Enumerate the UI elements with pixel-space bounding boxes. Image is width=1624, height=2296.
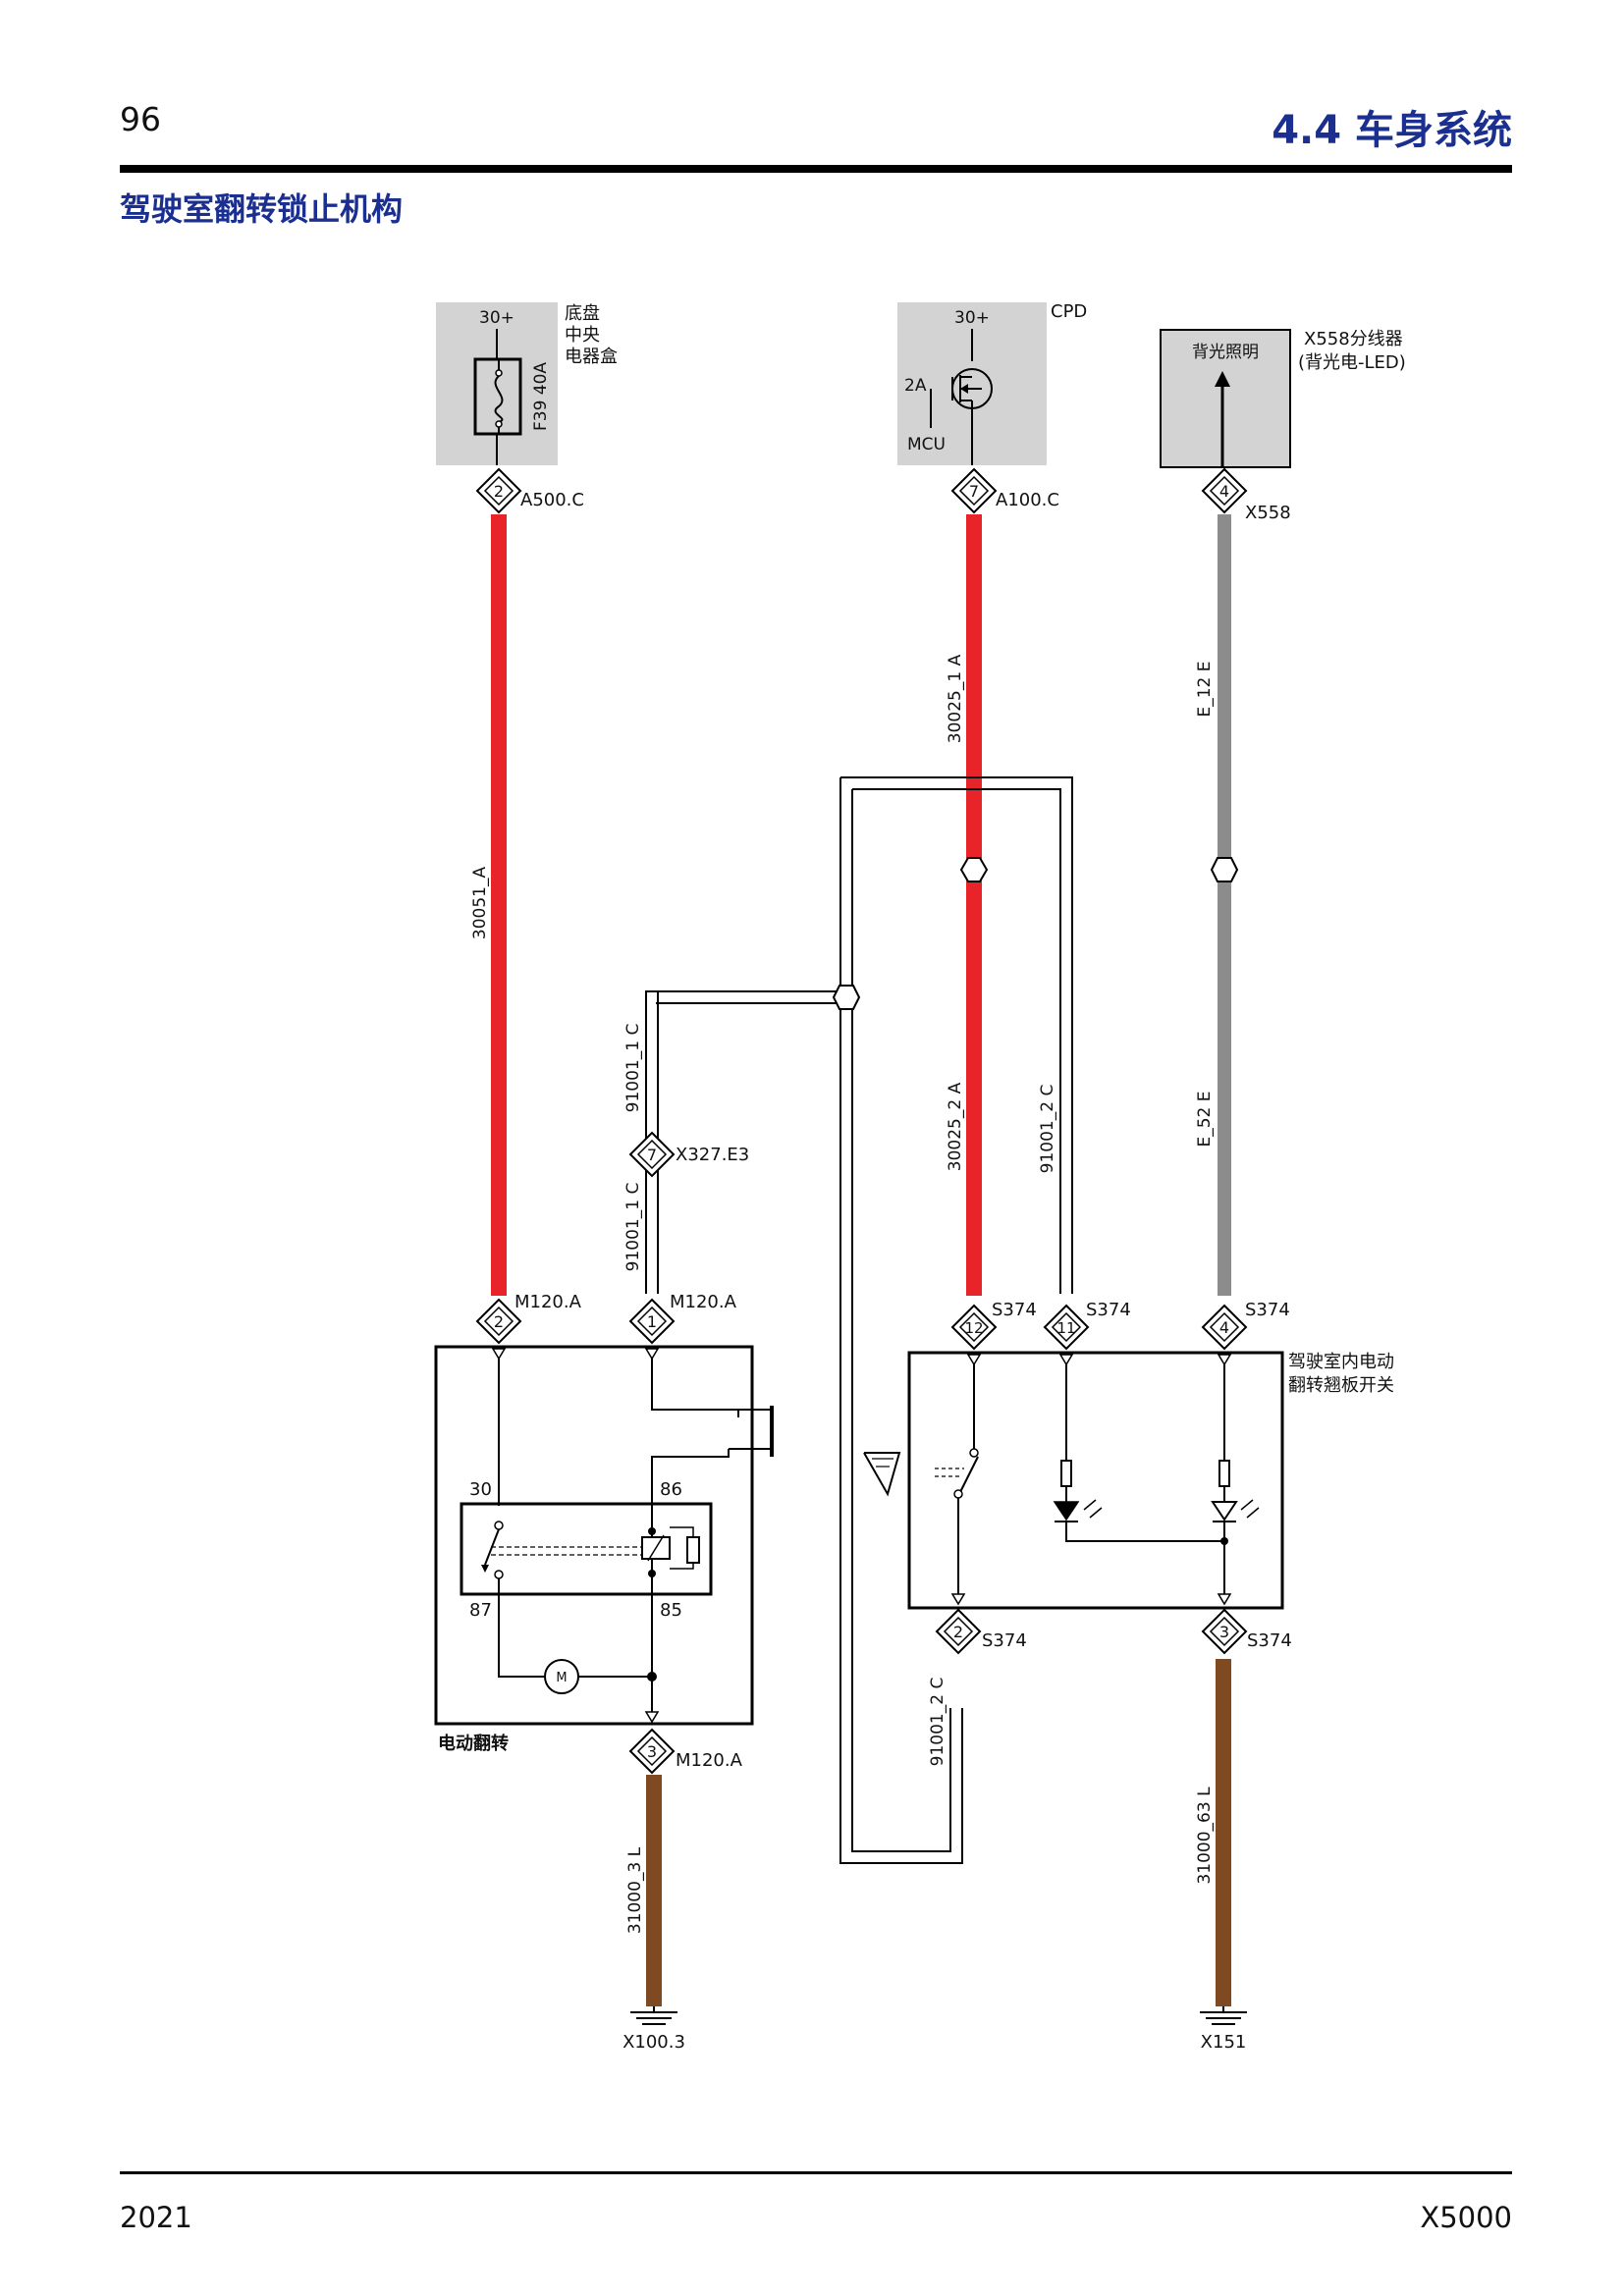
connector-m120-pin3: 3 M120.A — [628, 1728, 743, 1775]
connector-x327: 7 X327.E3 — [628, 1131, 749, 1178]
svg-text:S374: S374 — [992, 1300, 1037, 1320]
fuse-box-name-1: 底盘 — [565, 303, 600, 324]
connector-s374-pin3: 3 S374 — [1201, 1608, 1292, 1655]
wire-31000-63: 31000_63 L — [1195, 1659, 1231, 2006]
backlight-source: 背光照明 — [1160, 329, 1291, 468]
relay-pin-86: 86 — [660, 1479, 682, 1500]
svg-text:30025_2 A: 30025_2 A — [946, 1082, 965, 1171]
switch-name-2: 翻转翘板开关 — [1288, 1375, 1394, 1396]
footer-year: 2021 — [120, 2201, 192, 2234]
svg-text:91001_2 C: 91001_2 C — [1038, 1085, 1057, 1174]
footer-rule — [120, 2171, 1512, 2174]
fuse-box-source: 30+ F39 40A — [436, 302, 558, 465]
svg-text:E_12 E: E_12 E — [1195, 661, 1215, 717]
cab-switch-unit — [863, 1351, 1284, 1610]
cpd-supply-label: 30+ — [954, 308, 990, 328]
relay-coil-icon — [641, 1536, 671, 1560]
svg-text:11: 11 — [1056, 1319, 1075, 1337]
svg-text:S374: S374 — [982, 1630, 1027, 1651]
connector-a500: 2 A500.C — [475, 467, 584, 514]
svg-text:A500.C: A500.C — [520, 490, 584, 510]
ground-right-label: X151 — [1201, 2032, 1247, 2053]
svg-text:M120.A: M120.A — [670, 1292, 737, 1312]
rocker-switch-icon — [863, 1452, 901, 1497]
fuse-box-name-3: 电器盒 — [565, 347, 618, 367]
splice-e — [1210, 857, 1239, 882]
page-number: 96 — [120, 100, 161, 138]
fuse-supply-label: 30+ — [479, 308, 514, 328]
connector-s374-pin4: 4 S374 — [1201, 1300, 1290, 1351]
svg-text:91001_1 C: 91001_1 C — [623, 1024, 643, 1113]
section-title: 4.4 车身系统 — [1272, 108, 1512, 153]
svg-text:4: 4 — [1219, 482, 1229, 501]
backlight-label: 背光照明 — [1192, 343, 1259, 362]
backlight-name-2: (背光电-LED) — [1298, 352, 1406, 373]
connector-x558: 4 X558 — [1201, 467, 1291, 523]
splice-30025 — [959, 857, 989, 882]
svg-text:M120.A: M120.A — [514, 1292, 582, 1312]
fuse-box-name-2: 中央 — [565, 325, 600, 346]
svg-text:31000_3 L: 31000_3 L — [625, 1846, 645, 1934]
svg-text:91001_2 C: 91001_2 C — [928, 1678, 947, 1767]
svg-text:3: 3 — [1219, 1623, 1229, 1641]
svg-text:2: 2 — [953, 1623, 963, 1641]
svg-text:E_52 E: E_52 E — [1195, 1091, 1215, 1147]
connector-a100: 7 A100.C — [950, 467, 1059, 514]
svg-text:S374: S374 — [1245, 1300, 1290, 1320]
svg-text:12: 12 — [964, 1319, 983, 1337]
relay-pin-30: 30 — [469, 1479, 492, 1500]
svg-text:7: 7 — [969, 482, 979, 501]
relay-pin-85: 85 — [660, 1600, 682, 1621]
ground-x151 — [1200, 2006, 1247, 2025]
fuse-rating-label: F39 40A — [531, 362, 551, 431]
svg-text:4: 4 — [1219, 1318, 1229, 1337]
svg-text:91001_1 C: 91001_1 C — [623, 1183, 643, 1272]
backlight-led-icon — [1211, 1501, 1238, 1522]
indicator-led-icon — [1053, 1501, 1080, 1522]
fuse-element-icon — [494, 375, 504, 423]
diagram-title: 驾驶室翻转锁止机构 — [120, 190, 404, 228]
svg-text:1: 1 — [647, 1312, 657, 1331]
svg-text:2: 2 — [494, 1312, 504, 1331]
header-rule — [120, 165, 1512, 173]
svg-text:7: 7 — [647, 1146, 657, 1164]
wire-30025: 30025_1 A 30025_2 A — [946, 514, 982, 1296]
ground-x100-3 — [630, 2006, 677, 2025]
svg-text:30025_1 A: 30025_1 A — [946, 654, 965, 743]
pump-unit — [434, 1345, 774, 1726]
cpd-name: CPD — [1051, 301, 1087, 322]
relay-pin-87: 87 — [469, 1600, 492, 1621]
ground-left-label: X100.3 — [623, 2032, 685, 2053]
splice-91001 — [832, 985, 861, 1010]
relay — [460, 1502, 713, 1596]
backlight-name-1: X558分线器 — [1304, 329, 1403, 349]
footer-model: X5000 — [1420, 2201, 1512, 2234]
switch-name-1: 驾驶室内电动 — [1288, 1352, 1394, 1372]
svg-text:S374: S374 — [1086, 1300, 1131, 1320]
svg-text:31000_63 L: 31000_63 L — [1195, 1787, 1215, 1885]
svg-text:3: 3 — [647, 1742, 657, 1761]
connector-m120-pin2: 2 M120.A — [475, 1292, 582, 1345]
svg-text:2: 2 — [494, 482, 504, 501]
pump-name: 电动翻转 — [438, 1733, 509, 1754]
motor-label: M — [556, 1671, 567, 1685]
cpd-rating-label: 2A — [904, 376, 927, 396]
wire-91001: 91001_1 C 91001_1 C 91001_2 C 91001_2 C — [623, 776, 1073, 1864]
wire-31000-3: 31000_3 L — [625, 1775, 662, 2006]
svg-text:S374: S374 — [1247, 1630, 1292, 1651]
svg-text:M120.A: M120.A — [676, 1750, 743, 1771]
svg-text:30051_A: 30051_A — [470, 867, 490, 940]
cpd-mcu-label: MCU — [907, 435, 946, 454]
connector-m120-pin1: 1 M120.A — [628, 1292, 737, 1345]
connector-s374-pin12: 12 S374 — [950, 1300, 1037, 1351]
cpd-source: 30+ 2A MCU — [897, 302, 1047, 465]
connector-s374-pin11: 11 S374 — [1043, 1300, 1131, 1351]
svg-text:X558: X558 — [1245, 503, 1291, 523]
wire-30051: 30051_A — [470, 514, 507, 1296]
svg-text:A100.C: A100.C — [996, 490, 1059, 510]
wire-e-12: E_12 E E_52 E — [1195, 514, 1231, 1296]
connector-s374-pin2: 2 S374 — [935, 1608, 1027, 1655]
svg-text:X327.E3: X327.E3 — [676, 1145, 749, 1165]
